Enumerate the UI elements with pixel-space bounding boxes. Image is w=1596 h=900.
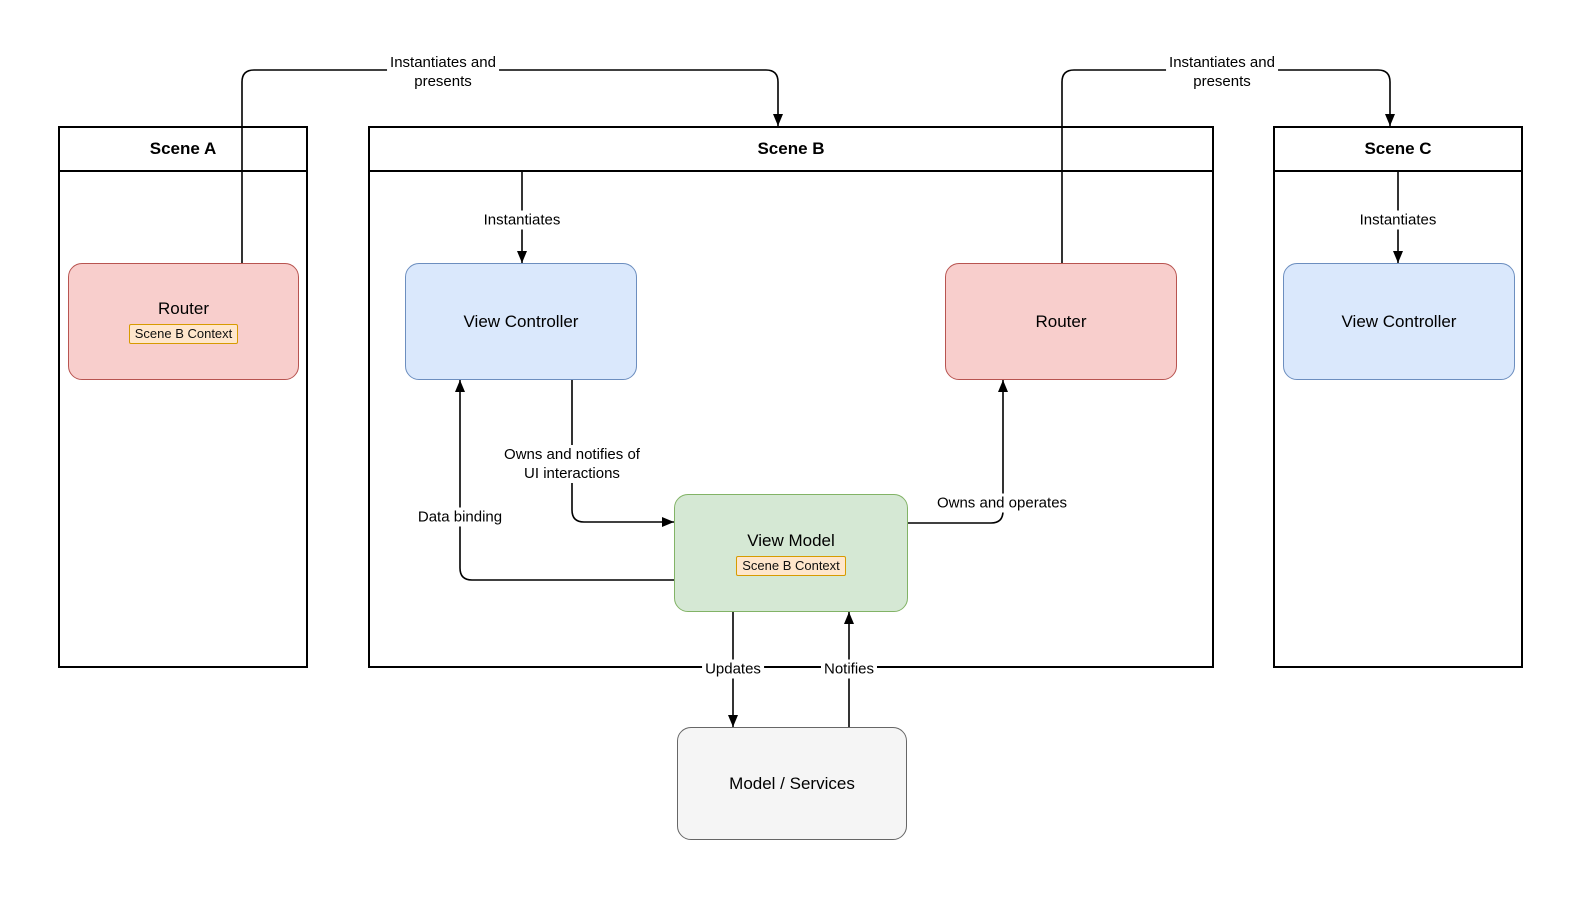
node-view-controller-scene-c-label: View Controller (1341, 311, 1457, 331)
scene-a-title: Scene A (149, 139, 217, 158)
edge-label-instantiates-scene-c: Instantiates (1356, 210, 1440, 230)
node-router-scene-a: Router Scene B Context (68, 263, 299, 380)
node-view-model-context-badge: Scene B Context (736, 555, 846, 576)
node-model-services: Model / Services (677, 727, 907, 840)
node-view-controller-scene-b-label: View Controller (463, 311, 579, 331)
edge-label-updates: Updates (702, 659, 764, 679)
node-view-model-label: View Model (747, 530, 835, 550)
node-router-scene-b-label: Router (1035, 311, 1087, 331)
scene-b-header: Scene B (370, 128, 1212, 172)
scene-c-title: Scene C (1364, 139, 1432, 158)
scene-c-header: Scene C (1275, 128, 1521, 172)
node-router-scene-a-label: Router (157, 299, 210, 318)
edge-label-instantiates-scene-b: Instantiates (480, 210, 564, 230)
node-router-scene-b: Router (945, 263, 1177, 380)
scene-a-header: Scene A (60, 128, 306, 172)
edge-label-data-binding: Data binding (414, 507, 506, 527)
scene-a-container: Scene A (58, 126, 308, 668)
node-view-controller-scene-b: View Controller (405, 263, 637, 380)
scene-b-title: Scene B (757, 139, 825, 158)
node-view-controller-scene-c: View Controller (1283, 263, 1515, 380)
edge-label-instantiates-and-presents-a-to-b: Instantiates and presents (387, 53, 499, 91)
node-view-model: View Model Scene B Context (674, 494, 908, 612)
edge-label-owns-and-operates: Owns and operates (933, 493, 1071, 513)
node-router-scene-a-context-badge: Scene B Context (128, 324, 239, 344)
scene-c-container: Scene C (1273, 126, 1523, 668)
edge-label-owns-and-notifies-of-ui-interactions: Owns and notifies of UI interactions (501, 445, 643, 483)
edge-label-notifies: Notifies (820, 659, 878, 679)
node-model-services-label: Model / Services (729, 773, 855, 793)
edge-label-instantiates-and-presents-b-to-c: Instantiates and presents (1166, 53, 1278, 91)
